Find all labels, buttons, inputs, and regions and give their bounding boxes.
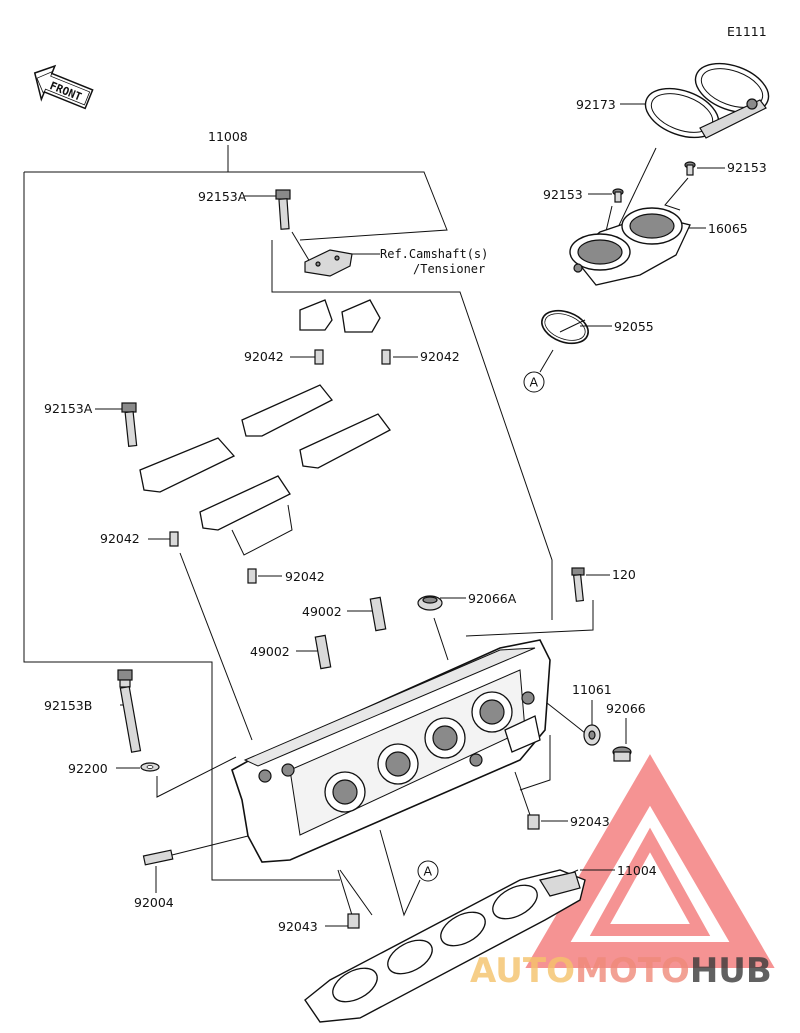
label-92200: 92200 (68, 761, 108, 776)
label-92153-b: 92153 (543, 187, 583, 202)
plug-92066-icon (612, 746, 632, 762)
label-92066A: 92066A (468, 591, 517, 606)
ref-tensioner-note: /Tensioner (413, 262, 485, 276)
part-labels: 11008 92153A Ref.Camshaft(s) /Tensioner … (44, 97, 767, 934)
svg-text:A: A (530, 375, 539, 390)
camshaft-plate-icon (304, 249, 353, 277)
seal-92066A-icon (417, 595, 443, 611)
watermark-hub: HUB (690, 951, 772, 991)
svg-text:AUTOMOTOHUB: AUTOMOTOHUB (470, 951, 772, 991)
watermark-text: AUTOMOTOHUB (470, 951, 772, 991)
label-92055: 92055 (614, 319, 654, 334)
bolt-92153B-icon (117, 669, 142, 753)
label-92153B: 92153B (44, 698, 92, 713)
stud-92004-icon (142, 849, 174, 866)
label-92153-a: 92153 (727, 160, 767, 175)
ref-camshaft-note: Ref.Camshaft(s) (380, 247, 488, 261)
dowel-pins-92042-icon (169, 349, 391, 584)
bolt-92153A-left-icon (121, 402, 138, 447)
label-92004: 92004 (134, 895, 174, 910)
label-120: 120 (612, 567, 636, 582)
label-11004: 11004 (617, 863, 657, 878)
label-92042-a: 92042 (244, 349, 284, 364)
label-92173: 92173 (576, 97, 616, 112)
head-gasket-11004-icon (304, 869, 586, 1023)
label-49002-b: 49002 (250, 644, 290, 659)
watermark-logo (525, 754, 775, 968)
bolt-120-icon (571, 567, 585, 602)
marker-a-lower: A (417, 860, 439, 882)
watermark-triangle-icon (525, 754, 775, 968)
diagram-code: E1111 (727, 24, 767, 39)
washer-11061-icon (583, 724, 601, 746)
bolt-92153A-top-icon (275, 189, 291, 230)
valve-guides-49002-icon (314, 596, 387, 670)
label-11061: 11061 (572, 682, 612, 697)
label-92042-b: 92042 (420, 349, 460, 364)
label-16065: 16065 (708, 221, 748, 236)
dowel-pins-92043-icon (347, 814, 540, 929)
clamp-92173-icon (644, 62, 770, 139)
label-92066: 92066 (606, 701, 646, 716)
washer-92200-icon (140, 762, 160, 772)
watermark-triangle-inner-icon (589, 827, 711, 936)
camshaft-caps-icon (139, 299, 391, 531)
label-11008: 11008 (208, 129, 248, 144)
label-49002-a: 49002 (302, 604, 342, 619)
marker-a-upper: A (523, 371, 545, 393)
label-92043-a: 92043 (570, 814, 610, 829)
label-92043-b: 92043 (278, 919, 318, 934)
label-92042-d: 92042 (285, 569, 325, 584)
label-92153A-top: 92153A (198, 189, 247, 204)
front-arrow-icon: FRONT (33, 64, 94, 110)
label-92153A-left: 92153A (44, 401, 93, 416)
screw-92153-icon (612, 161, 696, 203)
leader-lines (23, 103, 725, 927)
watermark-auto: AUTO (470, 951, 575, 991)
label-92042-c: 92042 (100, 531, 140, 546)
watermark-moto: MOTO (575, 951, 690, 991)
holder-16065-icon (569, 207, 691, 286)
oring-92055-icon (541, 309, 589, 345)
cylinder-head-icon (231, 639, 551, 863)
svg-text:A: A (424, 864, 433, 879)
